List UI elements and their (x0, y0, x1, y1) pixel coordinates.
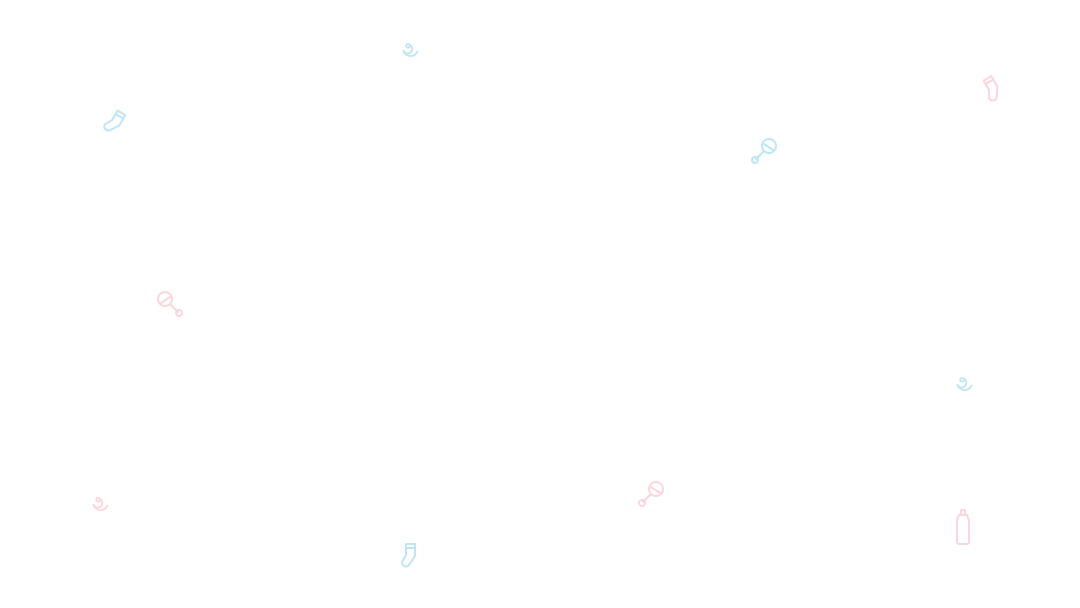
sock-icon (394, 540, 426, 572)
spiral-icon (394, 31, 424, 61)
spiral-icon (84, 485, 114, 515)
baby-bottle-icon (947, 506, 979, 548)
rattle-icon (635, 478, 667, 510)
sock-icon (971, 67, 1015, 111)
rattle-icon (748, 135, 780, 167)
sock-icon (93, 101, 137, 145)
spiral-icon (948, 365, 978, 395)
rattle-icon (154, 288, 186, 320)
